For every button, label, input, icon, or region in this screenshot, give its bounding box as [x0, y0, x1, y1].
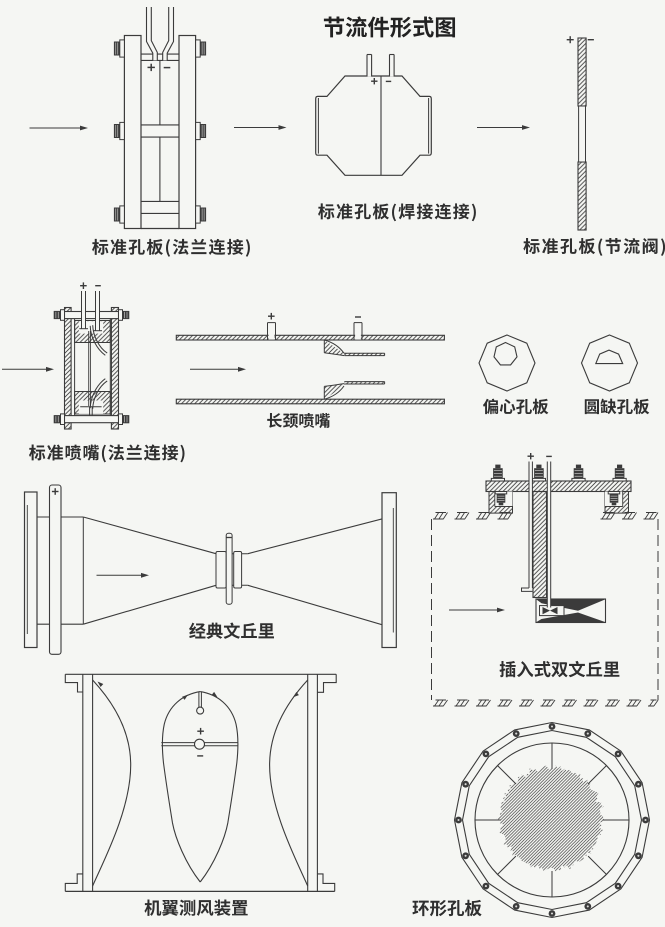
impulse-tubes: [79, 291, 102, 416]
device-segmental-orifice: 圆缺孔板: [580, 334, 650, 415]
plus-tap-mark: [197, 727, 204, 735]
flange-bolt: [53, 309, 65, 321]
device-airfoil-wind: 机翼测风装置: [64, 673, 337, 927]
device-long-neck-nozzle: 长颈喷嘴: [175, 312, 445, 429]
page-title: 节流件形式图: [323, 16, 456, 38]
device-standard-orifice-valve: 标准孔板(节流阀): [523, 36, 665, 256]
device-insertion-double-venturi: 插入式双文丘里: [431, 453, 659, 707]
nozzle-profile: [323, 339, 386, 400]
flow-arrowhead: [182, 694, 188, 700]
flange-bolt: [607, 491, 621, 506]
plus-tap-mark: [268, 312, 275, 320]
device-label-eccentric-orifice: 偏心孔板: [482, 398, 549, 415]
device-label-standard-orifice-flange: 标准孔板(法兰连接): [92, 238, 250, 257]
device-label-classic-venturi: 经典文丘里: [189, 622, 275, 639]
flow-arrowhead: [293, 692, 299, 698]
device-label-insertion-double-venturi: 插入式双文丘里: [499, 660, 620, 691]
impulse-tubes: [267, 322, 363, 340]
nozzle-profile: [88, 325, 108, 409]
flow-arrow: [29, 125, 88, 131]
flange-bolt: [113, 121, 125, 141]
flow-arrowhead: [97, 681, 104, 687]
device-label-airfoil-wind-text: 机翼测风装置: [144, 909, 248, 927]
duct-wall-bottom: [433, 699, 659, 707]
flow-arrowhead: [211, 691, 218, 698]
flow-arrow: [190, 366, 246, 372]
flange-bolt: [195, 205, 207, 224]
device-label-standard-orifice-welded: 标准孔板(焊接连接): [318, 203, 476, 222]
impulse-tubes: [145, 7, 175, 61]
plus-tap-mark: [371, 78, 378, 85]
device-label-standard-orifice-valve: 标准孔板(节流阀): [523, 238, 665, 256]
double-venturi: [535, 598, 607, 624]
flange-bolt: [490, 464, 505, 482]
device-standard-orifice-welded: 标准孔板(焊接连接): [315, 53, 476, 222]
mount-bracket-left: [488, 491, 513, 514]
flange-bolt: [118, 309, 130, 321]
device-annular-orifice: 环形孔板: [412, 721, 651, 919]
flow-arrow: [477, 125, 530, 130]
plus-tap-mark: [566, 36, 574, 44]
flow-arrow: [234, 125, 287, 130]
flange-bolt: [113, 205, 125, 224]
mount-bracket-right: [604, 491, 629, 514]
flange-bolt: [612, 464, 627, 482]
flange-bolt: [531, 464, 546, 482]
device-label-segmental-orifice: 圆缺孔板: [584, 398, 650, 415]
plus-tap-mark: [80, 282, 87, 289]
flange-bolt: [195, 39, 207, 58]
plus-tap-mark: [527, 453, 534, 460]
device-label-long-neck-nozzle: 长颈喷嘴: [267, 412, 330, 429]
plus-tap-mark: [51, 488, 59, 495]
flange-bolt: [494, 491, 508, 506]
flow-arrow: [96, 572, 149, 578]
device-standard-nozzle-flange: 标准喷嘴(法兰连接): [28, 282, 185, 463]
impulse-tubes: [366, 53, 395, 77]
flange-bolt: [113, 39, 125, 58]
device-label-standard-nozzle-flange: 标准喷嘴(法兰连接): [28, 444, 185, 463]
flange-bolt: [195, 121, 207, 141]
plus-tap-mark: [147, 63, 155, 72]
ring-bolts: [455, 723, 649, 917]
device-standard-orifice-flange: 标准孔板(法兰连接): [92, 7, 250, 257]
device-eccentric-orifice: 偏心孔板: [478, 334, 549, 415]
device-label-insertion-double-venturi-text: 插入式双文丘里: [499, 671, 620, 691]
flow-arrow: [449, 607, 505, 613]
device-classic-venturi: 经典文丘里: [23, 484, 397, 655]
flange-bolt: [53, 413, 65, 425]
device-label-airfoil-wind: 机翼测风装置: [144, 899, 248, 927]
spokes: [475, 743, 629, 897]
flange-bolt: [571, 464, 586, 482]
flange-bolt: [118, 413, 130, 425]
device-label-annular-orifice: 环形孔板: [412, 899, 482, 917]
impulse-tubes: [521, 461, 552, 608]
flow-arrow: [2, 366, 54, 372]
